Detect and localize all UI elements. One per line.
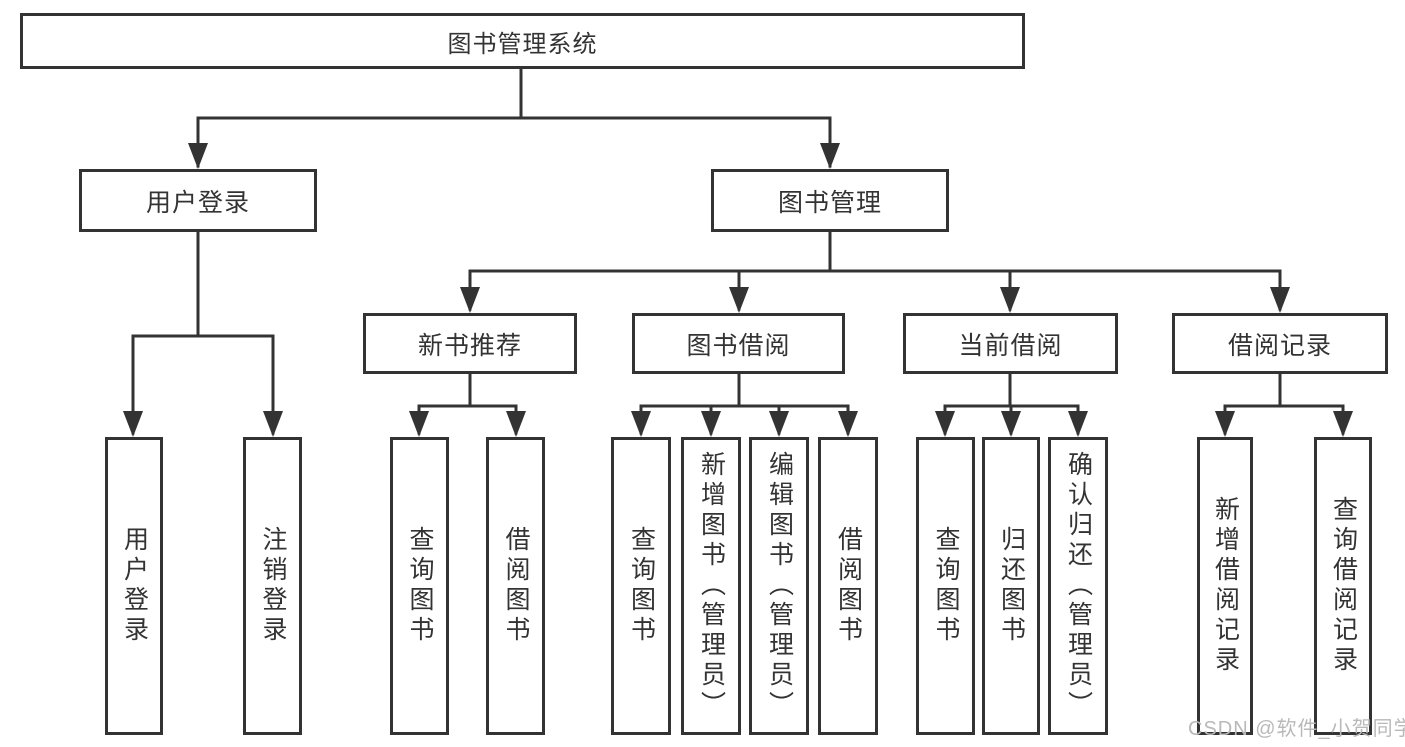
arrowhead-icon [1001, 411, 1021, 437]
node-new-book-recommend: 新书推荐 [363, 313, 577, 374]
arrowhead-icon [188, 143, 208, 169]
leaf-logout: 注销登录 [243, 437, 302, 735]
leaf-return-books: 归还图书 [982, 437, 1040, 735]
leaf-query-borrow-record: 查询借阅记录 [1314, 437, 1372, 735]
leaf-user-login: 用户登录 [105, 437, 163, 735]
node-borrow-records: 借阅记录 [1172, 313, 1388, 374]
connector-lines [131, 67, 1345, 435]
arrowhead-icon [123, 411, 143, 437]
leaf-query-books-3: 查询图书 [916, 437, 975, 735]
leaf-add-borrow-record: 新增借阅记录 [1197, 437, 1253, 735]
node-root-system: 图书管理系统 [20, 13, 1025, 69]
arrowhead-icon [820, 143, 840, 169]
arrowhead-icon [1270, 287, 1290, 313]
leaf-add-books-admin: 新增图书（管理员） [681, 437, 741, 735]
arrowhead-icon [631, 411, 651, 437]
arrowhead-icon [838, 411, 858, 437]
node-current-borrow: 当前借阅 [903, 313, 1118, 374]
leaf-borrow-books: 借阅图书 [486, 437, 545, 735]
leaf-confirm-return-admin: 确认归还（管理员） [1048, 437, 1108, 735]
leaf-borrow-books-2: 借阅图书 [818, 437, 878, 735]
arrowhead-icon [263, 411, 283, 437]
leaf-edit-books-admin: 编辑图书（管理员） [749, 437, 809, 735]
arrowhead-icon [460, 287, 480, 313]
arrowhead-icon [1068, 411, 1088, 437]
leaf-query-books: 查询图书 [390, 437, 449, 735]
arrowhead-icon [1215, 411, 1235, 437]
arrowheads [123, 143, 1353, 437]
csdn-watermark: CSDN @软件_小贺同学 [1188, 718, 1405, 740]
arrowhead-icon [409, 411, 429, 437]
leaf-query-books-2: 查询图书 [611, 437, 671, 735]
node-user-login: 用户登录 [79, 169, 317, 232]
arrowhead-icon [701, 411, 721, 437]
node-book-management: 图书管理 [711, 169, 949, 232]
arrowhead-icon [1333, 411, 1353, 437]
arrowhead-icon [1000, 287, 1020, 313]
arrowhead-icon [935, 411, 955, 437]
arrowhead-icon [506, 411, 526, 437]
arrowhead-icon [729, 287, 749, 313]
arrowhead-icon [769, 411, 789, 437]
node-book-borrow: 图书借阅 [632, 313, 845, 374]
